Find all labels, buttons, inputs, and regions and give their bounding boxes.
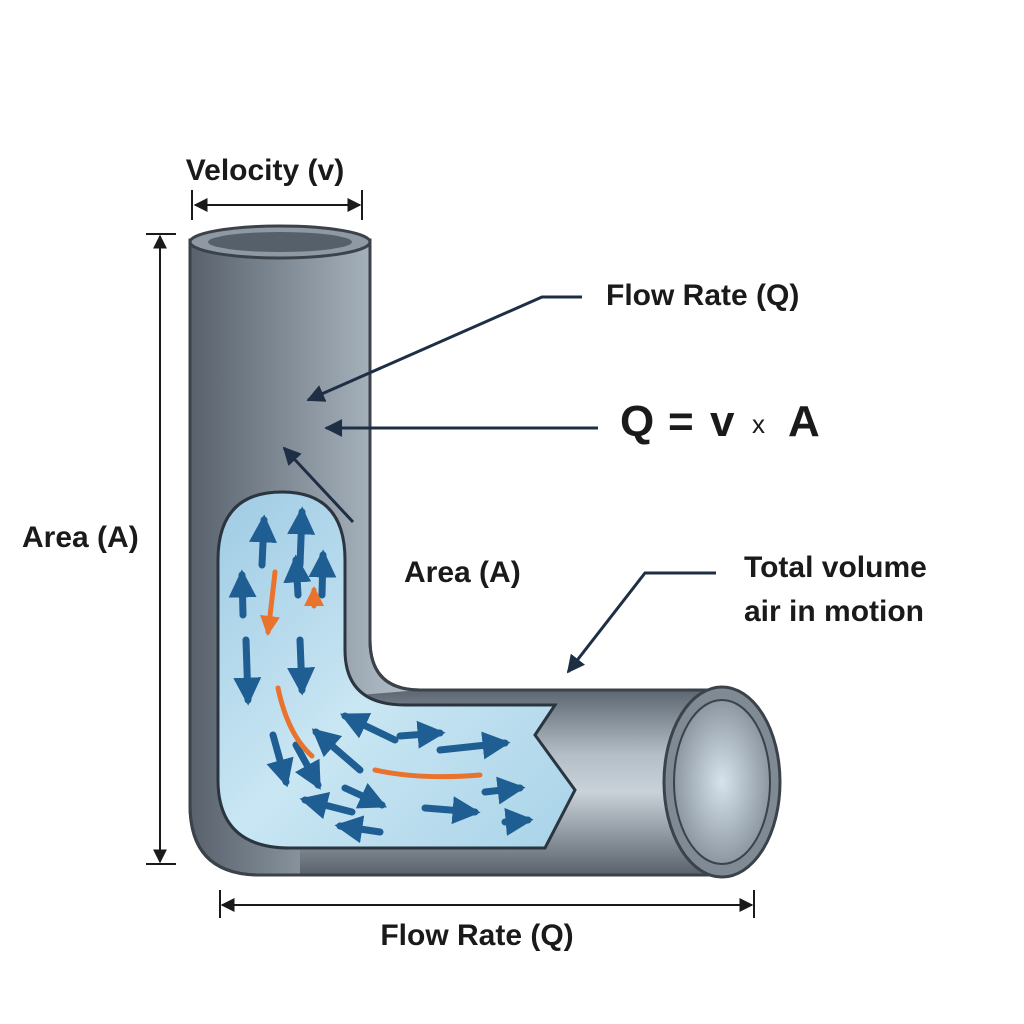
flow-arrow [233,636,262,706]
area-label-inner: Area (A) [404,556,521,589]
equation-v: v [710,397,735,446]
flow-arrow [436,731,511,760]
flow-rate-leader [306,295,582,402]
flow-arrow [339,712,399,744]
flow-arrow [501,807,534,836]
air-volume-cutaway [216,490,577,850]
flow-arrow [481,776,526,805]
flow-arrow [283,554,312,599]
equation-times: x [752,409,765,439]
flow-arrow [287,506,316,569]
flow-arrow [341,782,388,809]
flow-rate-label-bottom: Flow Rate (Q) [380,919,573,952]
flow-arrow [421,796,481,825]
area-inner-leader [282,446,355,524]
flow-arrow [299,791,356,820]
flow-arrow [249,514,277,569]
flow-arrows [228,506,534,844]
velocity-label: Velocity (v) [186,154,344,187]
total-volume-leader [566,571,716,674]
equation-equals: = [668,397,694,446]
flow-arrow [292,741,322,790]
flow-arrow [334,815,384,844]
flow-arrow [308,549,337,599]
area-label-left: Area (A) [22,521,139,554]
flow-arrow [396,720,446,749]
dimension-lines [146,190,755,918]
total-volume-label-line1: Total volume [744,551,927,584]
accent-curve [275,685,315,759]
equation: Q = v x A [620,397,820,446]
accent-arrows [260,569,483,780]
equation-a: A [788,397,820,446]
total-volume-label-line2: air in motion [744,595,924,628]
equation-q: Q [620,397,654,446]
flow-arrow [266,731,294,788]
flow-rate-label-top: Flow Rate (Q) [606,279,799,312]
flow-arrow [311,728,364,774]
flow-arrow [287,636,316,696]
leader-lines [282,295,716,674]
accent-arrow [260,569,280,636]
accent-curve [372,767,483,780]
flow-arrow [228,569,257,619]
